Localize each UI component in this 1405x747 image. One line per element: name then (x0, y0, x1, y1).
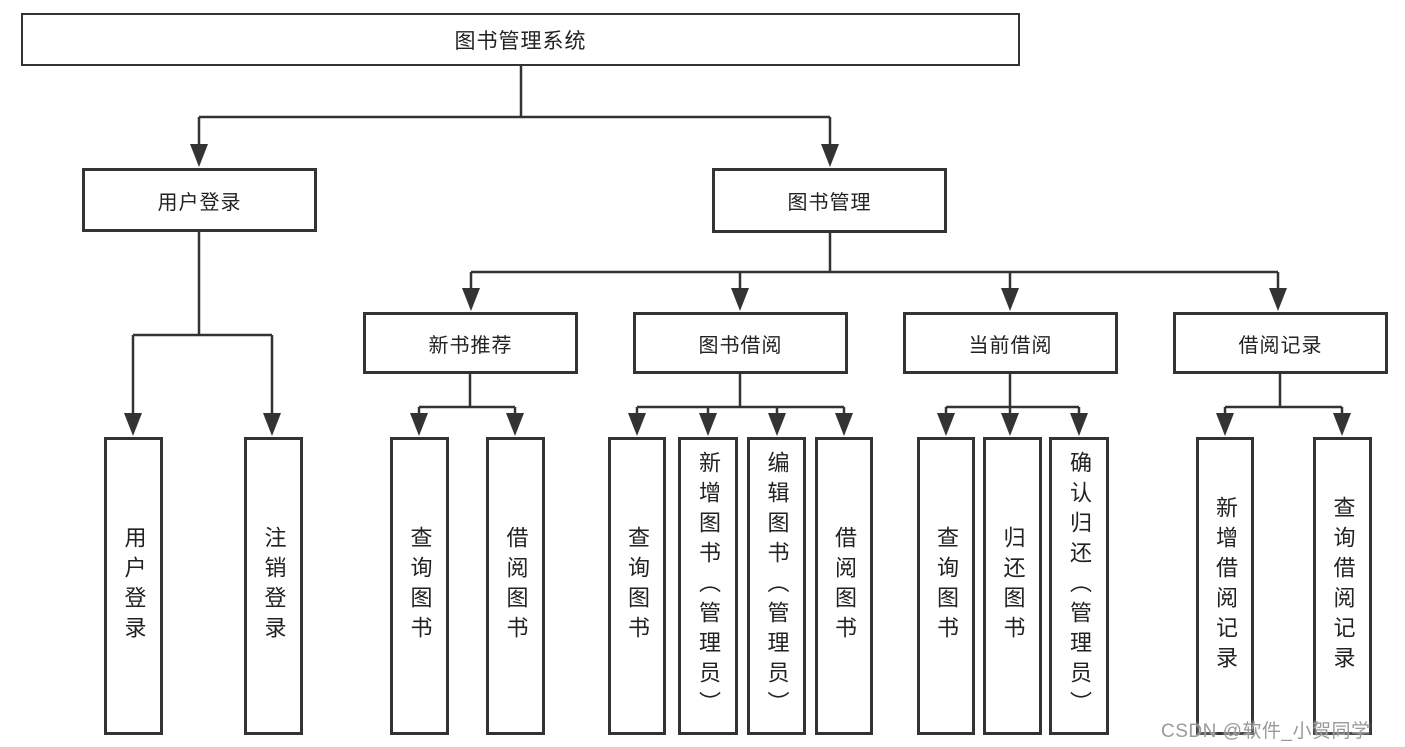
leaf-query-borrow-record: 查询借阅记录 (1313, 437, 1372, 735)
arrowheads (124, 144, 1351, 436)
leaf-query-books-current: 查询图书 (917, 437, 975, 735)
leaf-edit-book-admin-label: 编辑图书（管理员） (764, 451, 790, 721)
leaf-user-login-label: 用户登录 (121, 526, 147, 646)
node-book-borrowing-label: 图书借阅 (698, 334, 783, 357)
node-borrowing-records-label: 借阅记录 (1238, 334, 1323, 357)
leaf-user-login: 用户登录 (104, 437, 163, 735)
leaf-query-books-borrowing-label: 查询图书 (625, 526, 650, 646)
leaf-add-borrow-record-label: 新增借阅记录 (1213, 496, 1238, 676)
node-book-borrowing: 图书借阅 (633, 312, 848, 374)
leaf-logout-label: 注销登录 (261, 526, 287, 646)
node-book-management: 图书管理 (712, 168, 947, 233)
leaf-return-book-label: 归还图书 (1000, 526, 1026, 646)
leaf-add-book-admin-label: 新增图书（管理员） (696, 451, 721, 721)
node-user-login: 用户登录 (82, 168, 317, 232)
leaf-query-borrow-record-label: 查询借阅记录 (1330, 496, 1356, 676)
watermark: CSDN @软件_小贺同学 (1161, 721, 1371, 742)
node-new-book-recommend: 新书推荐 (363, 312, 578, 374)
node-book-management-label: 图书管理 (787, 192, 872, 214)
leaf-borrow-books-borrowing: 借阅图书 (815, 437, 873, 735)
node-library-system: 图书管理系统 (21, 13, 1020, 66)
leaf-logout: 注销登录 (244, 437, 303, 735)
leaf-return-book: 归还图书 (983, 437, 1042, 735)
leaf-query-books-current-label: 查询图书 (934, 526, 959, 646)
leaf-borrow-books-recommend: 借阅图书 (486, 437, 545, 735)
leaf-borrow-books-recommend-label: 借阅图书 (503, 526, 529, 646)
node-new-book-recommend-label: 新书推荐 (428, 334, 513, 357)
leaf-edit-book-admin: 编辑图书（管理员） (747, 437, 806, 735)
node-current-borrowing-label: 当前借阅 (968, 334, 1053, 357)
leaf-borrow-books-borrowing-label: 借阅图书 (832, 526, 857, 646)
node-current-borrowing: 当前借阅 (903, 312, 1118, 374)
node-library-system-label: 图书管理系统 (454, 29, 587, 53)
leaf-add-borrow-record: 新增借阅记录 (1196, 437, 1254, 735)
leaf-confirm-return-admin: 确认归还（管理员） (1049, 437, 1109, 735)
leaf-confirm-return-admin-label: 确认归还（管理员） (1067, 451, 1092, 721)
leaf-query-books-recommend-label: 查询图书 (407, 526, 433, 646)
leaf-query-books-borrowing: 查询图书 (608, 437, 666, 735)
node-user-login-label: 用户登录 (157, 191, 242, 214)
leaf-add-book-admin: 新增图书（管理员） (678, 437, 738, 735)
node-borrowing-records: 借阅记录 (1173, 312, 1388, 374)
leaf-query-books-recommend: 查询图书 (390, 437, 449, 735)
